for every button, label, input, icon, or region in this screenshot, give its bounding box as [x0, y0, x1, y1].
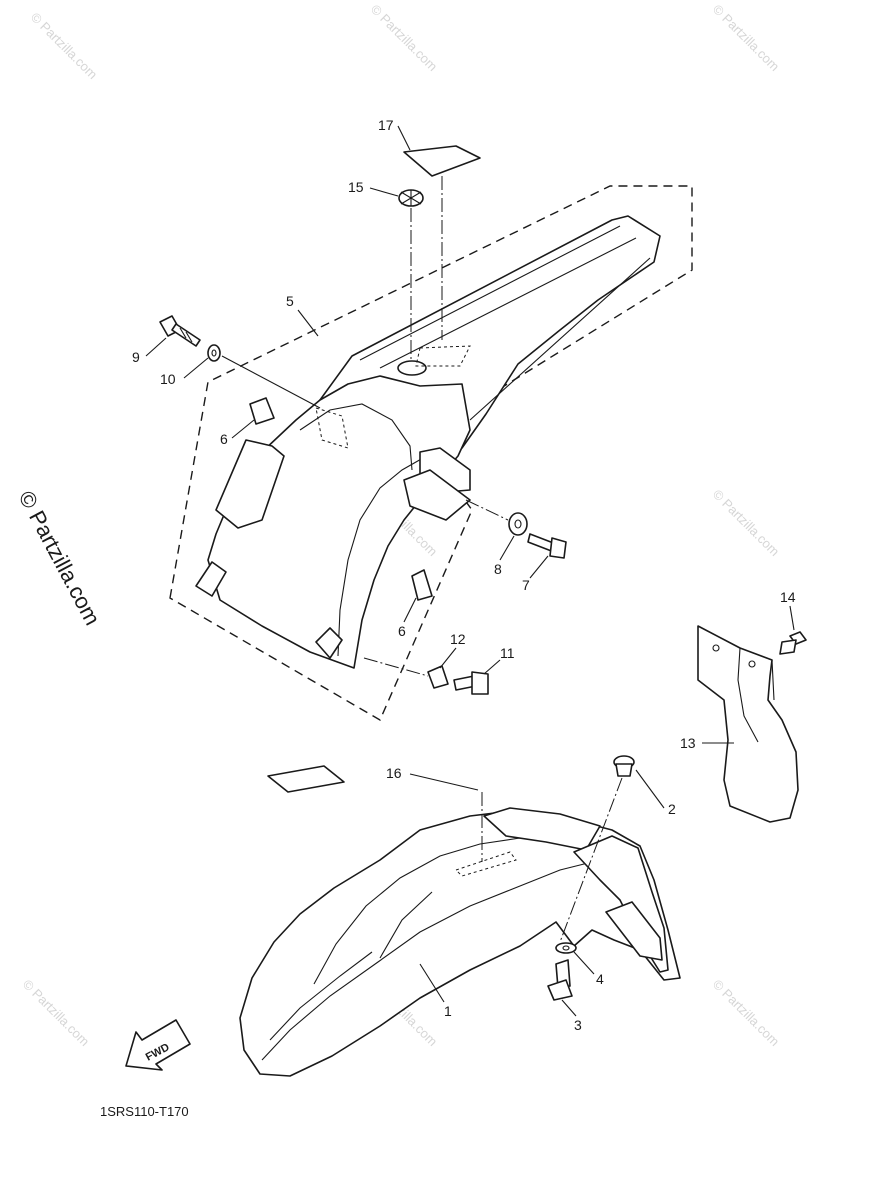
callout-9: 9 — [132, 349, 140, 365]
clip-nut-lower — [411, 569, 433, 601]
callout-4: 4 — [596, 971, 604, 987]
washer-4-hole — [562, 945, 570, 951]
clip-nut-upper — [249, 397, 275, 425]
leader-12 — [439, 647, 457, 669]
decal-17 — [403, 145, 481, 177]
callouts: 17 15 5 9 10 6 6 8 7 12 11 14 13 16 2 4 — [132, 117, 796, 1033]
leader-11 — [483, 659, 501, 675]
leader-10 — [183, 357, 209, 379]
leader-9 — [145, 337, 167, 357]
diagram-code: 1SRS110-T170 — [100, 1104, 189, 1119]
bolt-3 — [547, 959, 573, 1001]
decal-16 — [267, 765, 345, 793]
callout-17: 17 — [378, 117, 394, 133]
washer-4 — [555, 942, 577, 954]
rear-fender — [195, 215, 661, 669]
leader-15 — [369, 187, 399, 197]
leader-4 — [573, 951, 595, 975]
collar-2 — [613, 755, 635, 777]
callout-7: 7 — [522, 577, 530, 593]
washer-8 — [508, 512, 528, 536]
watermark: © Partzilla.com — [710, 2, 783, 75]
callout-11: 11 — [500, 645, 515, 661]
bolt-9 — [159, 315, 201, 347]
washer-10 — [207, 344, 221, 362]
callout-13: 13 — [680, 735, 696, 751]
screw-14 — [779, 631, 807, 655]
axis-line-9 — [221, 355, 321, 409]
leader-16 — [409, 773, 479, 791]
callout-15: 15 — [348, 179, 364, 195]
mud-flap-13 — [697, 625, 799, 823]
callout-2: 2 — [668, 801, 676, 817]
axis-line-11 — [363, 657, 429, 677]
watermark: © Partzilla.com — [710, 977, 783, 1050]
leader-6-lower — [403, 597, 417, 623]
callout-10: 10 — [160, 371, 176, 387]
callout-8: 8 — [494, 561, 502, 577]
leader-5 — [297, 309, 319, 337]
washer-8-hole — [514, 519, 522, 529]
washer-10-hole — [211, 349, 217, 357]
leader-3 — [561, 999, 577, 1017]
leader-6-upper — [231, 419, 255, 439]
fwd-arrow-icon: FWD — [125, 1019, 191, 1071]
leader-8 — [499, 535, 515, 561]
callout-16: 16 — [386, 765, 402, 781]
bolt-11 — [453, 671, 489, 695]
callout-6-lower: 6 — [398, 623, 406, 639]
leader-1 — [419, 963, 445, 1003]
leader-17 — [397, 125, 411, 151]
callout-5: 5 — [286, 293, 294, 309]
watermark: © Partzilla.com — [368, 2, 441, 75]
leader-14 — [789, 605, 795, 631]
front-fender — [239, 807, 681, 1077]
watermark: © Partzilla.com — [20, 977, 93, 1050]
callout-6-upper: 6 — [220, 431, 228, 447]
watermark: © Partzilla.com — [710, 487, 783, 560]
axis-line-2 — [559, 777, 623, 943]
callout-12: 12 — [450, 631, 466, 647]
axis-line-7 — [465, 499, 509, 521]
collar-12 — [427, 665, 449, 689]
rear-fender-group-outline — [169, 185, 693, 721]
grommet-15 — [398, 189, 424, 207]
watermark: © Partzilla.com — [28, 10, 101, 83]
callout-3: 3 — [574, 1017, 582, 1033]
side-watermark: © Partzilla.com — [14, 487, 106, 630]
leader-2 — [635, 769, 665, 809]
callout-14: 14 — [780, 589, 796, 605]
leader-7 — [529, 555, 549, 579]
bolt-7 — [527, 533, 567, 559]
callout-1: 1 — [444, 1003, 452, 1019]
